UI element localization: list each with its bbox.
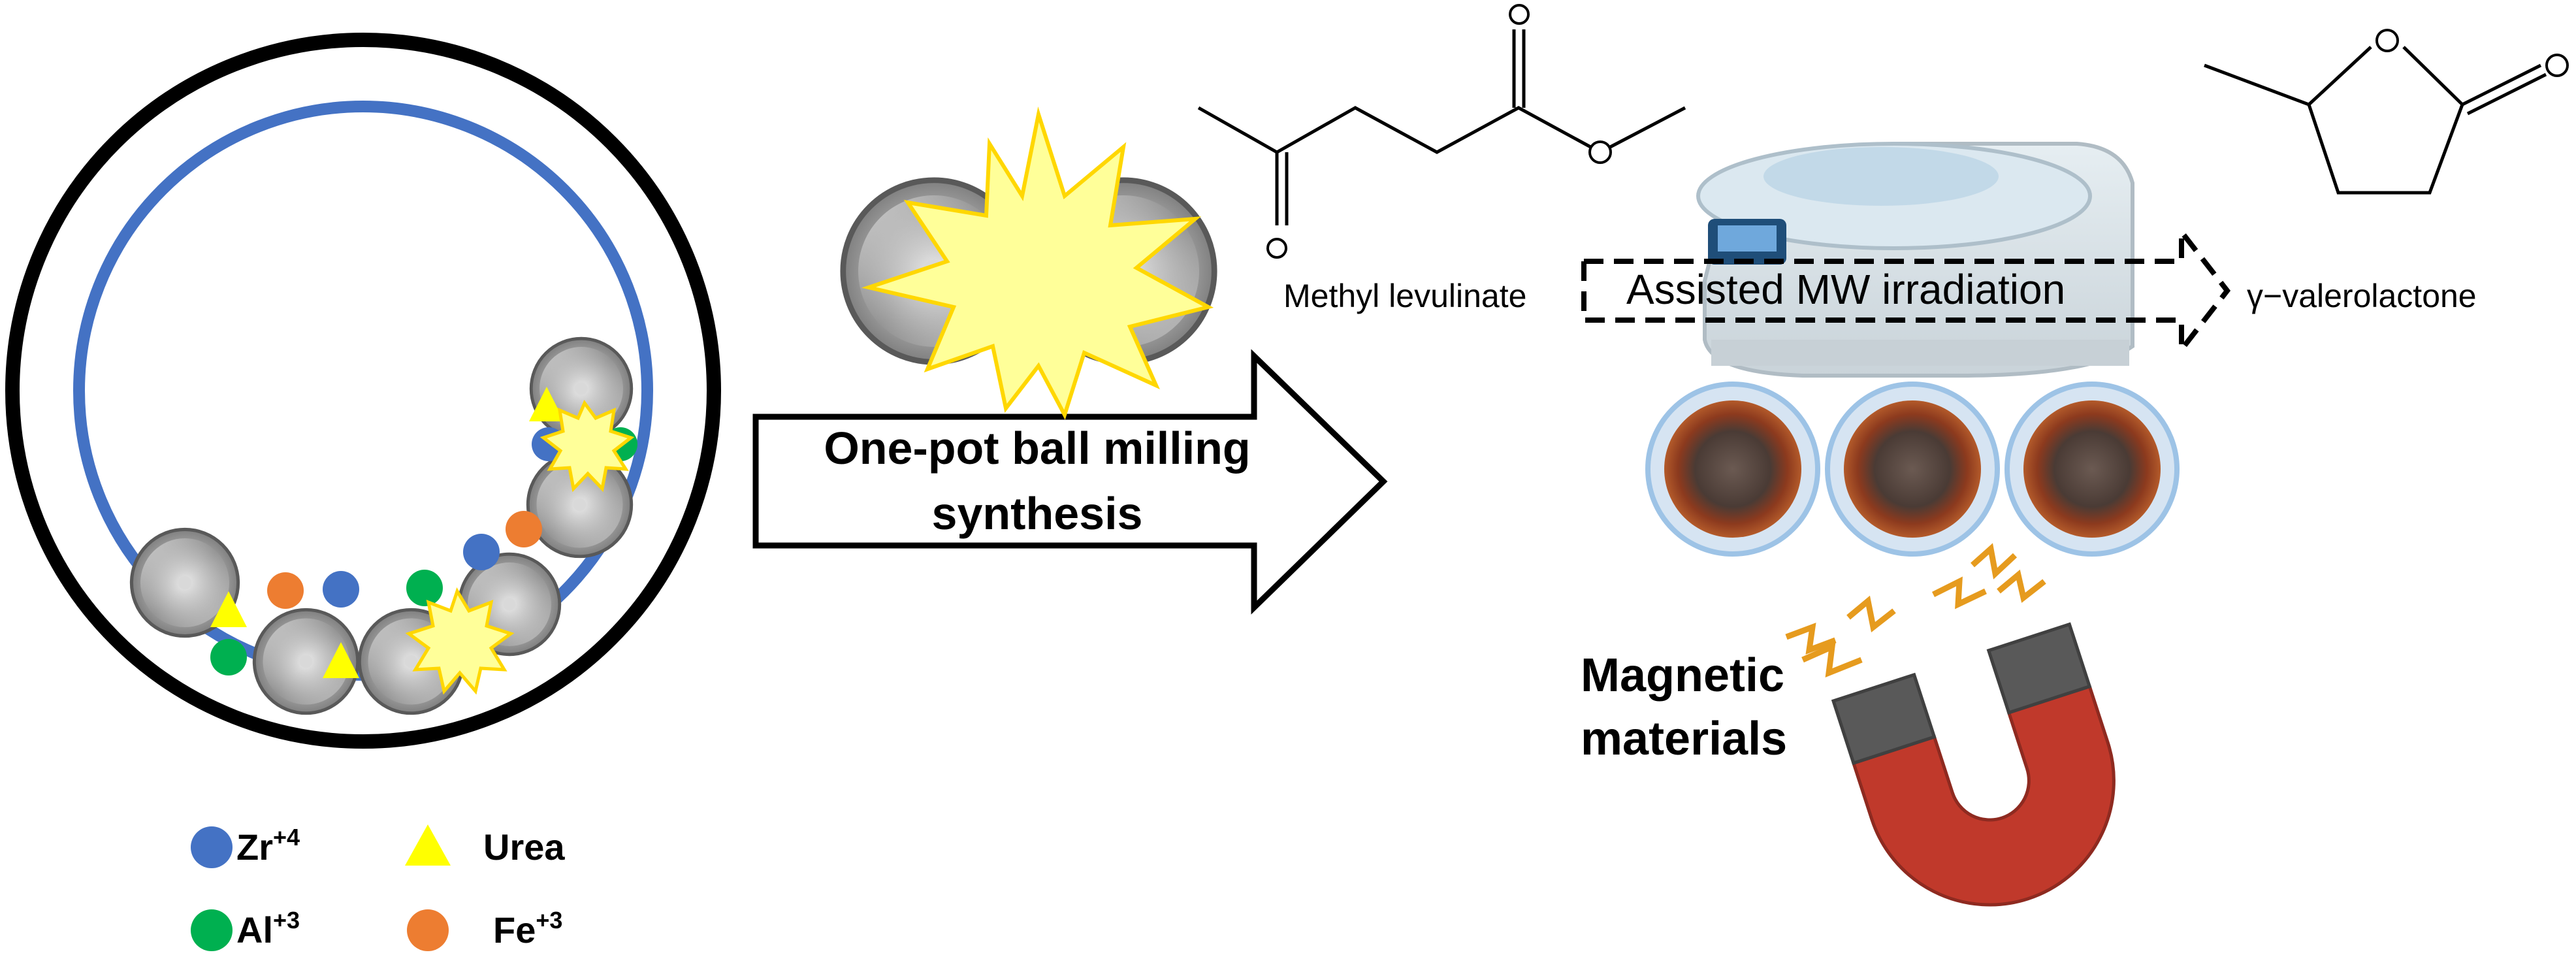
legend: Zr+4 Urea Al+3 Fe+3 <box>191 824 565 951</box>
backbone-bonds <box>1197 106 1686 154</box>
fe-particle <box>267 572 304 609</box>
al-particle <box>406 570 443 606</box>
catalyst-dishes <box>1645 382 2180 557</box>
milling-jar <box>5 33 721 749</box>
urea-particle <box>529 387 564 421</box>
methyl-levulinate-structure <box>1197 4 1686 259</box>
jar-outer-ring <box>5 33 721 749</box>
legend-zr-label: Zr+4 <box>236 824 300 868</box>
carbonyl-double-bond <box>2466 73 2547 116</box>
milling-arrow-line1: One-pot ball milling <box>824 423 1250 474</box>
urea-particle <box>210 591 247 627</box>
catalyst-dish <box>1645 382 1820 557</box>
impact-burst <box>539 400 635 493</box>
zr-particle <box>323 571 359 608</box>
block-arrow <box>752 349 1388 615</box>
conditions-label: Assisted MW irradiation <box>1626 266 2065 313</box>
fe-particle <box>506 511 542 547</box>
legend-urea-label: Urea <box>483 826 565 868</box>
magnet-label-line1: Magnetic <box>1581 649 1784 702</box>
spark-icon <box>1971 543 2018 579</box>
magnet-pole-left <box>1831 672 1937 766</box>
reaction-arrow: Assisted MW irradiation <box>1581 224 2231 357</box>
oxygen-atom <box>2375 29 2399 52</box>
oxygen-atom <box>1509 4 1530 25</box>
magnet-body <box>1851 684 2116 907</box>
oxygen-atom <box>1266 238 1287 259</box>
collision-burst <box>861 106 1214 420</box>
zr-particle <box>463 534 500 570</box>
dashed-arrow <box>1581 224 2231 357</box>
ring-bond <box>2402 46 2464 106</box>
spark-icon <box>1931 576 1987 610</box>
spark-icon <box>1785 623 1837 655</box>
ring-bond <box>2308 46 2372 106</box>
carbonyl-bond <box>2461 63 2542 106</box>
oxygen-atom <box>1588 140 1612 164</box>
gamma-valerolactone-structure <box>2204 29 2569 195</box>
spark-icon <box>1997 569 2046 603</box>
horseshoe-magnet <box>1831 622 2116 907</box>
grinding-balls <box>131 338 631 713</box>
reactant-label: Methyl levulinate <box>1283 278 1526 314</box>
urea-particle <box>323 642 359 678</box>
oxygen-atom <box>2545 54 2569 77</box>
spark-icon <box>1801 642 1863 678</box>
impact-burst <box>405 587 515 695</box>
catalyst-dish <box>2004 382 2180 557</box>
legend-zr-marker <box>191 826 233 868</box>
catalyst-dish <box>1825 382 2000 557</box>
legend-fe-marker <box>407 909 449 951</box>
magnet-label-line2: materials <box>1581 713 1787 765</box>
milling-arrow-line2: synthesis <box>932 488 1143 539</box>
ring-bonds <box>2204 63 2464 195</box>
product-label: γ−valerolactone <box>2247 278 2477 314</box>
al-particle <box>210 639 247 675</box>
magnetic-sparks <box>1785 543 2046 678</box>
milling-arrow: One-pot ball milling synthesis <box>752 349 1388 615</box>
legend-fe-label: Fe+3 <box>493 907 562 951</box>
legend-urea-marker <box>405 824 451 866</box>
magnet-pole-right <box>1986 622 2092 715</box>
legend-al-marker <box>191 909 233 951</box>
legend-al-label: Al+3 <box>236 907 300 951</box>
spark-icon <box>1846 595 1896 633</box>
colliding-balls <box>843 106 1214 420</box>
